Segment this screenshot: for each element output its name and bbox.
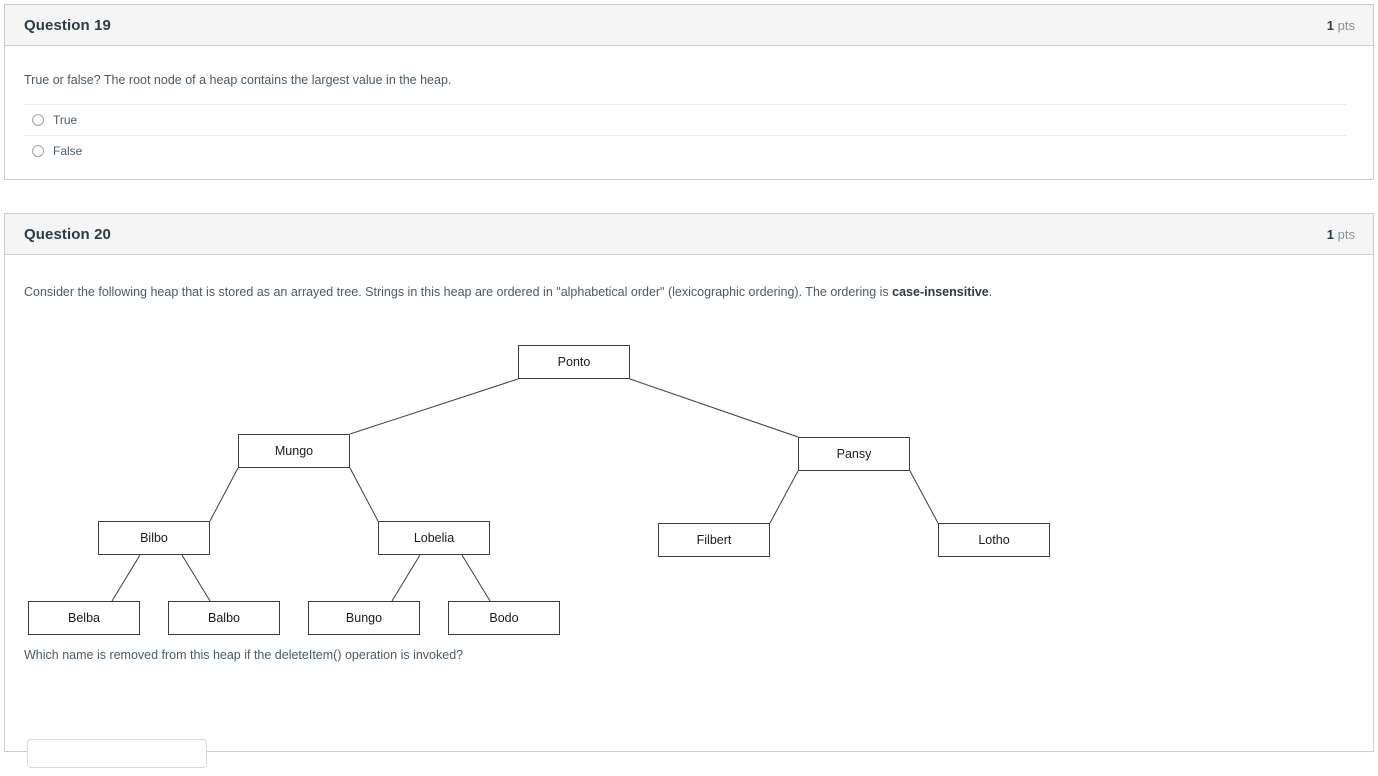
question-20-prompt-part2: . (988, 285, 993, 299)
question-20-points-value: 1 (1326, 226, 1335, 242)
tree-node-bodo: Bodo (448, 601, 560, 635)
tree-edge-bilbo-to-balbo (181, 554, 211, 602)
tree-edge-bilbo-to-belba (111, 554, 141, 602)
answer-option-false-label: False (53, 143, 83, 158)
question-20-prompt-emphasis: case-insensitive (892, 285, 989, 299)
question-card-19: Question 19 1 pts True or false? The roo… (4, 4, 1374, 180)
tree-edge-mungo-to-lobelia (349, 467, 379, 522)
question-20-sub-prompt: Which name is removed from this heap if … (24, 648, 464, 662)
tree-node-filbert: Filbert (658, 523, 770, 557)
tree-edge-pansy-to-filbert (769, 470, 799, 524)
tree-node-belba: Belba (28, 601, 140, 635)
question-19-title: Question 19 (24, 16, 111, 34)
question-20-title: Question 20 (24, 225, 111, 243)
radio-button-icon[interactable] (32, 144, 44, 157)
question-19-points: 1 pts (1327, 18, 1355, 33)
question-20-points: 1 pts (1327, 227, 1355, 242)
question-20-points-unit: pts (1337, 226, 1355, 242)
tree-edge-ponto-to-pansy (629, 378, 799, 438)
question-19-points-value: 1 (1326, 17, 1335, 33)
tree-edge-lobelia-to-bodo (461, 554, 491, 602)
tree-node-balbo: Balbo (168, 601, 280, 635)
question-20-header: Question 20 1 pts (5, 214, 1373, 255)
answer-option-true[interactable]: True (24, 104, 1346, 134)
tree-node-mungo: Mungo (238, 434, 350, 468)
tree-node-bungo: Bungo (308, 601, 420, 635)
tree-node-pansy: Pansy (798, 437, 910, 471)
tree-edge-lobelia-to-bungo (391, 554, 421, 602)
question-card-20: Question 20 1 pts Consider the following… (4, 213, 1374, 768)
question-19-prompt: True or false? The root node of a heap c… (24, 73, 452, 87)
heap-tree-edges (111, 378, 939, 602)
tree-node-lobelia: Lobelia (378, 521, 490, 555)
answer-option-false[interactable]: False (24, 135, 1346, 165)
tree-node-lotho: Lotho (938, 523, 1050, 557)
answer-text-input[interactable] (27, 739, 207, 768)
tree-node-bilbo: Bilbo (98, 521, 210, 555)
tree-edge-ponto-to-mungo (349, 378, 519, 435)
tree-edge-pansy-to-lotho (909, 470, 939, 524)
radio-button-icon[interactable] (32, 113, 44, 126)
question-19-header: Question 19 1 pts (5, 5, 1373, 46)
tree-edge-mungo-to-bilbo (209, 467, 239, 522)
question-20-prompt-part1: Consider the following heap that is stor… (24, 285, 893, 299)
question-20-prompt: Consider the following heap that is stor… (24, 283, 992, 302)
answer-option-true-label: True (53, 112, 78, 127)
tree-node-ponto: Ponto (518, 345, 630, 379)
question-19-points-unit: pts (1337, 17, 1355, 33)
